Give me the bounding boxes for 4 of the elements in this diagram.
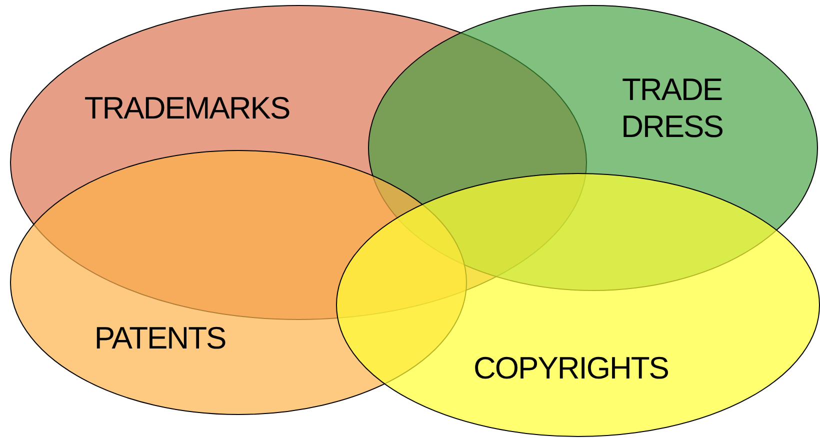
set-label: TRADE DRESS [620,70,724,146]
set-label: TRADEMARKS [84,89,290,127]
set-label: PATENTS [94,319,226,357]
set-label: COPYRIGHTS [474,349,668,387]
